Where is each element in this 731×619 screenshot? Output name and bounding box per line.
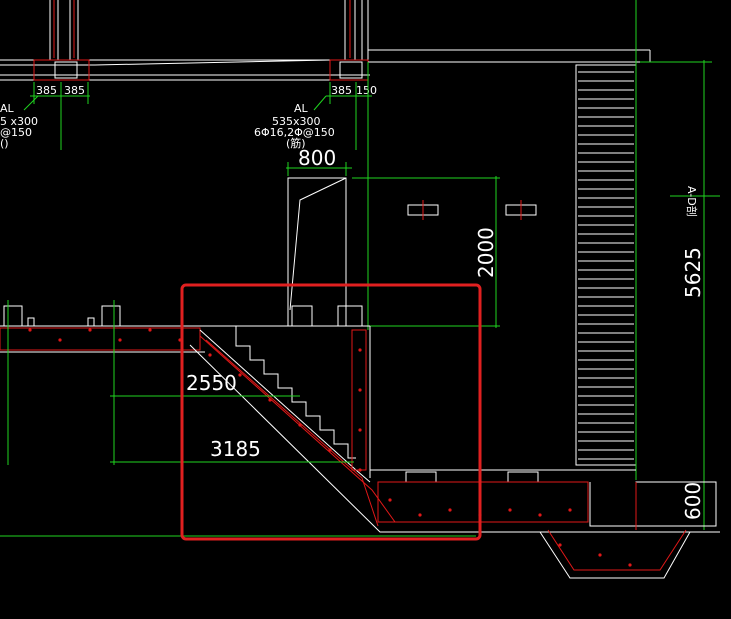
section-mark: A-D剖 <box>685 186 699 217</box>
beam-right-size: 535x300 <box>272 115 321 128</box>
beam-left-note: () <box>0 137 9 150</box>
top-dimensions <box>23 82 372 150</box>
beam-right-tag: AL <box>294 102 309 115</box>
top-left-columns <box>49 0 369 70</box>
beam-left-size: 5 x300 <box>0 115 38 128</box>
dim-height-5625: 5625 <box>681 247 705 298</box>
opening <box>286 62 537 330</box>
dim-pit-600: 600 <box>681 482 705 520</box>
beam-left-tag: AL <box>0 102 15 115</box>
dim-opening-2000: 2000 <box>474 227 498 278</box>
dim-step-2550: 2550 <box>186 371 237 395</box>
beam-right-rebar: 6Φ16,2Φ@150 <box>254 126 335 139</box>
highlight-box <box>180 283 482 541</box>
top-dim-right-2: 150 <box>356 84 377 97</box>
dim-step-3185: 3185 <box>210 437 261 461</box>
bottom-floor-pit <box>370 469 717 579</box>
top-dim-right-1: 385 <box>331 84 352 97</box>
top-dim-left-2: 385 <box>64 84 85 97</box>
stair-dims <box>0 395 476 537</box>
beam-right-note: (筋) <box>286 136 306 150</box>
dim-width-800: 800 <box>298 146 336 170</box>
top-dim-left-1: 385 <box>36 84 57 97</box>
rebar-dots <box>28 328 632 567</box>
beam-left-rebar: @150 <box>0 126 32 139</box>
right-dimension <box>640 60 720 530</box>
left-slab <box>0 300 370 465</box>
hatched-wall <box>575 64 637 466</box>
stair <box>189 326 720 533</box>
